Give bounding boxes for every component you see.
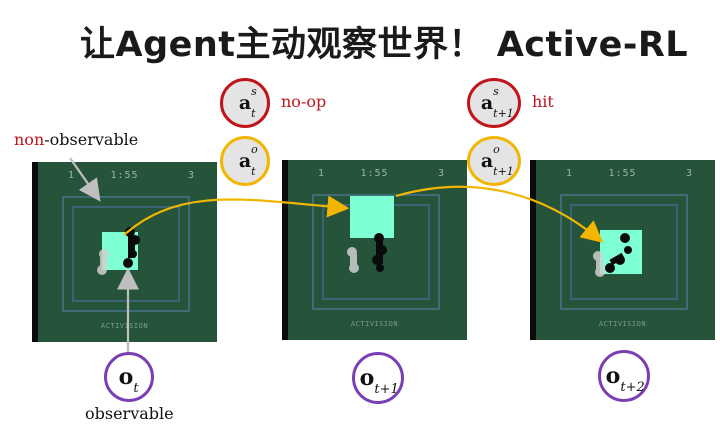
timer: 1:55 — [110, 170, 139, 181]
frame-left-bar — [32, 162, 38, 342]
boxers-sprites — [593, 233, 632, 277]
timer: 1:55 — [608, 168, 637, 179]
activision-logo: ACTIVISION — [350, 320, 399, 328]
transition-arrow-t — [123, 195, 350, 236]
action-label-t: no-op — [281, 92, 327, 111]
score-left: 1 — [68, 170, 76, 181]
observable-label: observable — [85, 404, 174, 423]
activision-logo: ACTIVISION — [598, 320, 647, 328]
game-frame-t1: 1 1:55 3 ACTIVISION — [282, 160, 467, 340]
boxing-ring-outer — [560, 194, 688, 310]
action-label-t1: hit — [532, 92, 554, 111]
boxing-ring-outer — [62, 196, 190, 312]
boxers-sprites — [97, 227, 140, 275]
fovea-window — [350, 196, 394, 238]
frame-left-bar — [530, 160, 536, 340]
score-right: 3 — [437, 168, 445, 179]
timer: 1:55 — [360, 168, 389, 179]
game-frame-t2: 1 1:55 3 ACTIVISION — [530, 160, 715, 340]
score-left: 1 — [566, 168, 574, 179]
boxing-ring-inner — [570, 204, 678, 300]
game-frame-t: 1 1:55 3 ACTIVISION — [32, 162, 217, 342]
score-line: 1 1:55 3 — [530, 168, 715, 179]
non-observable-label: non-observable — [14, 130, 139, 149]
score-line: 1 1:55 3 — [32, 170, 217, 181]
non-observable-pointer — [69, 157, 101, 202]
boxers-sprites — [347, 233, 387, 273]
transition-arrow-t1 — [395, 185, 604, 243]
boxing-ring-outer — [312, 194, 440, 310]
score-right: 3 — [685, 168, 693, 179]
boxing-ring-inner — [72, 206, 180, 302]
page-title: 让Agent主动观察世界！ Active-RL — [80, 25, 689, 65]
score-left: 1 — [318, 168, 326, 179]
frame-left-bar — [282, 160, 288, 340]
score-right: 3 — [187, 170, 195, 181]
activision-logo: ACTIVISION — [100, 322, 149, 330]
score-line: 1 1:55 3 — [282, 168, 467, 179]
